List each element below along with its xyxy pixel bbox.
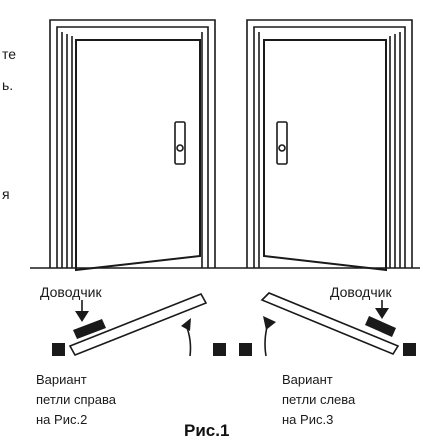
closer-label-right: Доводчик: [330, 284, 392, 300]
left-door-closer-body: [73, 319, 106, 339]
left-wall-marker: [52, 343, 65, 356]
variant-left-line3: на Рис.3: [282, 412, 334, 427]
right-door-leaf: [263, 39, 387, 272]
left-door-leaf: [75, 39, 201, 272]
left-arc-arrowhead: [181, 318, 191, 331]
variant-right-line2: петли справа: [36, 392, 116, 407]
center-left-wall-marker: [213, 343, 226, 356]
right-closer-arrowhead: [375, 308, 389, 319]
cropped-text-fragment: те: [2, 46, 17, 62]
right-door-closer-body: [365, 316, 396, 337]
closer-label-left: Доводчик: [40, 284, 102, 300]
cropped-text-fragment: я: [2, 186, 10, 202]
center-right-wall-marker: [239, 343, 252, 356]
variant-right-line1: Вариант: [36, 372, 87, 387]
cropped-text-fragment: ь.: [2, 77, 14, 93]
right-door-frame: [246, 19, 413, 268]
variant-left-line2: петли слева: [282, 392, 356, 407]
left-door-slab-plan: [68, 292, 208, 357]
right-door-handle: [276, 121, 288, 165]
right-door-slab-plan: [260, 292, 400, 355]
left-door-handle: [174, 121, 186, 165]
left-door-frame: [49, 19, 216, 268]
figure-caption: Рис.1: [184, 421, 230, 440]
variant-left-line1: Вариант: [282, 372, 333, 387]
right-wall-marker: [403, 343, 416, 356]
variant-right-line3: на Рис.2: [36, 412, 88, 427]
left-closer-arrowhead: [75, 311, 89, 322]
right-arc-arrowhead: [263, 316, 276, 330]
